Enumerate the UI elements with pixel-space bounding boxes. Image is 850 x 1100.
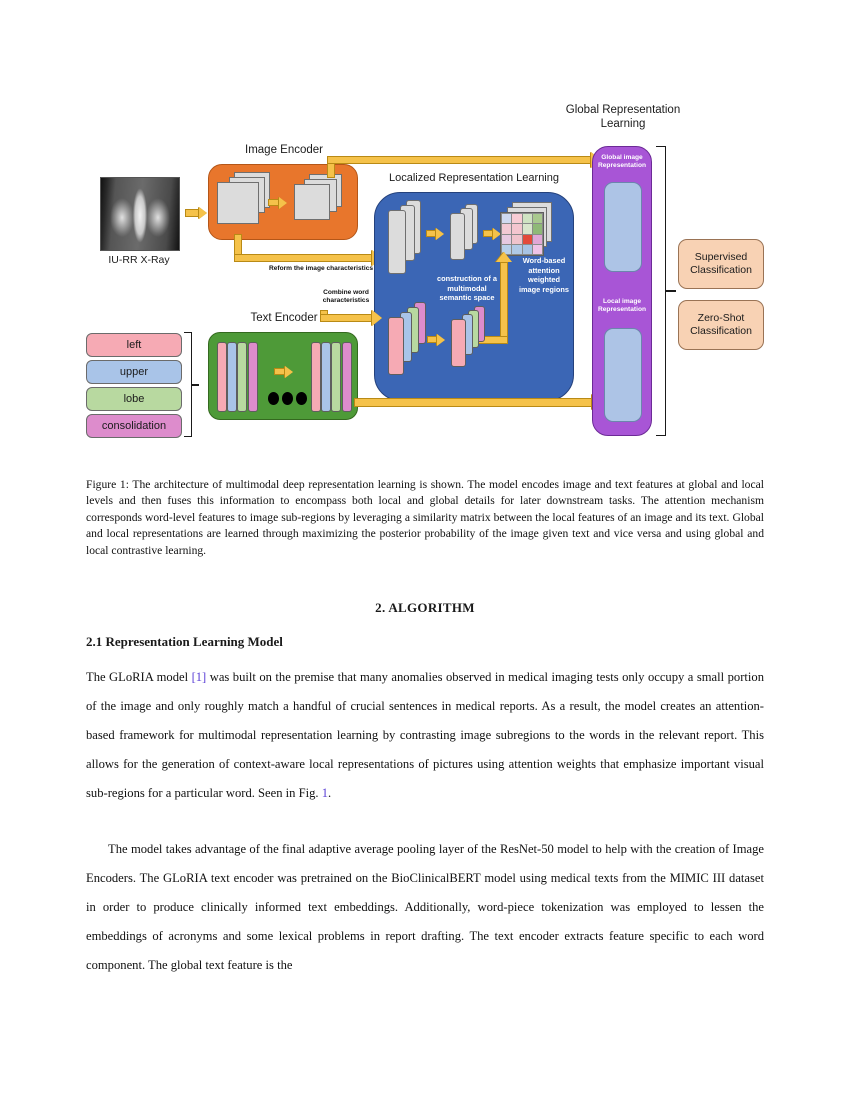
para1-part-c: . <box>328 786 332 800</box>
arrow-encoder-internal-body <box>268 199 279 206</box>
word-based-attention-label: Word-based attention weighted image regi… <box>518 256 570 294</box>
para1-part-a: The GLoRIA model <box>86 670 192 684</box>
matrix-cell <box>532 224 542 234</box>
arrow-loc-img-2-body <box>483 230 493 237</box>
text-token-bar <box>331 342 341 412</box>
local-image-representation-bar <box>604 328 642 422</box>
word-feature-bar <box>388 317 404 375</box>
zeroshot-label-line2: Classification <box>690 325 752 337</box>
arrow-loc-img-1-body <box>426 230 436 237</box>
local-image-feature-bar <box>388 210 406 274</box>
matrix-cell <box>522 224 532 234</box>
arrow-xray-to-encoder-head <box>199 207 207 219</box>
text-token-bar <box>227 342 237 412</box>
figure-reference-link[interactable]: 1 <box>321 786 329 800</box>
global-image-representation-bar <box>604 182 642 272</box>
word-chip-consolidation: consolidation <box>86 414 182 438</box>
arrow-word-feat-body <box>427 336 437 343</box>
matrix-cell <box>512 224 522 234</box>
supervised-classification-box[interactable]: Supervised Classification <box>678 239 764 289</box>
matrix-cell <box>522 244 532 254</box>
figure-1-diagram: Global Representation Learning Image Enc… <box>86 104 764 456</box>
combine-label-line2: characteristics <box>322 297 370 305</box>
text-token-bar <box>217 342 227 412</box>
text-token-bar <box>342 342 352 412</box>
ellipsis-dot <box>282 392 293 405</box>
matrix-cell <box>532 234 542 244</box>
matrix-cell <box>532 244 542 254</box>
matrix-cell <box>522 234 532 244</box>
global-image-representation-label: Global image Representation <box>598 154 646 170</box>
supervised-label-line2: Classification <box>690 264 752 276</box>
word-chip-lobe: lobe <box>86 387 182 411</box>
localized-representation-title: Localized Representation Learning <box>388 172 559 184</box>
section-title-algorithm: 2. ALGORITHM <box>375 600 475 615</box>
arrow-text-encoder-internal-head <box>285 366 293 378</box>
outputs-bracket <box>656 146 666 436</box>
xray-image-label: IU-RR X-Ray <box>108 254 170 266</box>
matrix-cell <box>522 214 532 224</box>
word-chip-upper: upper <box>86 360 182 384</box>
xray-image <box>100 177 180 251</box>
arrow-global-image-path-horizontal <box>327 156 593 164</box>
arrow-word-feat-head <box>437 334 445 346</box>
matrix-cell <box>512 244 522 254</box>
text-token-bar <box>248 342 258 412</box>
global-title-line2: Learning <box>600 117 646 130</box>
image-encoder-title: Image Encoder <box>245 144 323 156</box>
citation-link-1[interactable]: [1] <box>191 670 207 684</box>
arrow-reform-horizontal <box>234 254 374 262</box>
word-chips-bracket <box>184 332 192 437</box>
matrix-cell <box>502 244 512 254</box>
ellipsis-dot <box>268 392 279 405</box>
paragraph-gloria-model: The GLoRIA model [1] was built on the pr… <box>86 663 764 808</box>
arrow-attention-up-body <box>500 262 508 344</box>
ellipsis-dot <box>296 392 307 405</box>
matrix-cell <box>512 234 522 244</box>
feature-map-card <box>294 184 330 220</box>
global-representation-title: Global Representation Learning <box>560 104 686 132</box>
matrix-cell <box>532 214 542 224</box>
arrow-loc-img-2-head <box>493 228 501 240</box>
arrow-combine-head <box>372 310 382 326</box>
word-chips-bracket-tick <box>192 384 199 386</box>
outputs-bracket-tick <box>666 290 676 292</box>
arrow-loc-img-1-head <box>436 228 444 240</box>
combine-label-line1: Combine word <box>323 289 369 296</box>
global-title-line1: Global Representation <box>565 104 681 116</box>
matrix-cell <box>502 234 512 244</box>
word-feature-bar <box>451 319 466 367</box>
zero-shot-classification-box[interactable]: Zero-Shot Classification <box>678 300 764 350</box>
arrow-global-text-body <box>354 398 594 407</box>
text-token-bar <box>321 342 331 412</box>
matrix-cell <box>502 224 512 234</box>
supervised-label-line1: Supervised <box>694 250 748 263</box>
local-image-feature-bar <box>450 213 465 260</box>
construction-semantic-space-label: construction of a multimodal semantic sp… <box>437 274 497 303</box>
reform-image-characteristics-label: Reform the image characteristics <box>268 265 374 272</box>
para1-part-b: was built on the premise that many anoma… <box>86 670 764 800</box>
text-encoder-title: Text Encoder <box>250 312 318 324</box>
local-image-representation-label: Local image Representation <box>598 298 646 314</box>
similarity-matrix <box>500 212 544 256</box>
text-token-bar <box>237 342 247 412</box>
arrow-encoder-internal-head <box>279 197 287 209</box>
arrow-attention-up-head <box>496 252 512 262</box>
subsection-title-representation-learning-model: 2.1 Representation Learning Model <box>86 634 283 649</box>
zeroshot-label-line1: Zero-Shot <box>697 311 745 324</box>
text-token-bar <box>311 342 321 412</box>
matrix-cell <box>512 214 522 224</box>
figure-caption: Figure 1: The architecture of multimodal… <box>86 478 764 557</box>
arrow-xray-to-encoder-body <box>185 209 199 217</box>
paragraph-image-encoders: The model takes advantage of the final a… <box>86 842 764 972</box>
combine-word-characteristics-label: Combine word characteristics <box>314 289 378 305</box>
feature-map-card <box>217 182 259 224</box>
word-chip-left: left <box>86 333 182 357</box>
arrow-combine-horizontal <box>320 314 374 322</box>
matrix-cell <box>502 214 512 224</box>
arrow-text-encoder-internal-body <box>274 368 285 375</box>
